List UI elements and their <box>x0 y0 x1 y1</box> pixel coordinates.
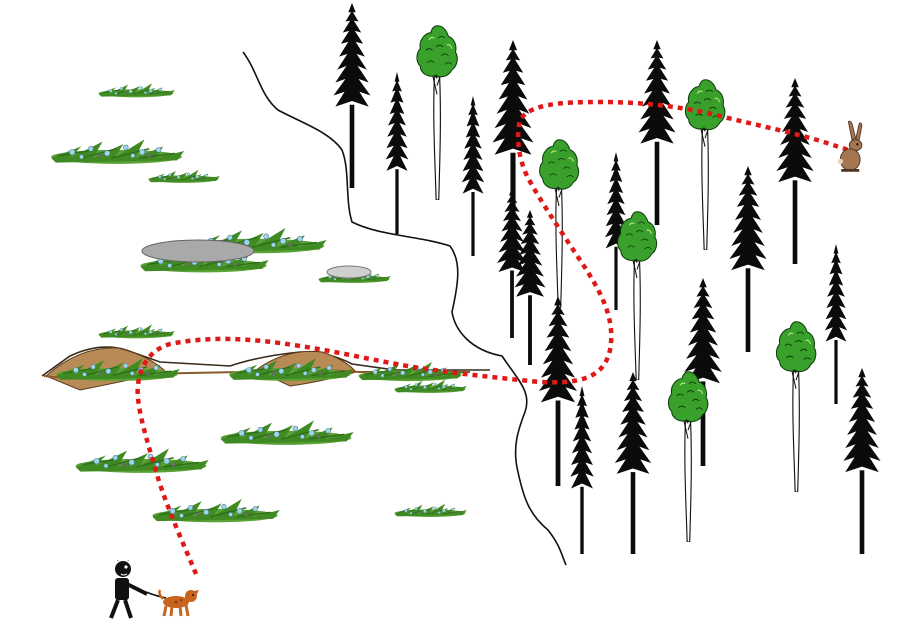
grass-tuft-icon <box>74 447 210 474</box>
grass-tuft-icon <box>50 138 185 165</box>
rabbit-icon <box>836 119 864 172</box>
conifer-tree-icon <box>843 368 881 554</box>
deciduous-tree-icon <box>538 138 580 308</box>
grass-tuft-icon <box>394 379 468 394</box>
grass-tuft-icon <box>219 419 355 446</box>
deciduous-tree-icon <box>775 321 817 492</box>
person-walking-icon <box>111 556 147 618</box>
dotted-trail <box>135 99 858 575</box>
conifer-tree-icon <box>614 372 652 554</box>
hiker-with-dog <box>111 556 201 618</box>
grass-tuft-icon <box>98 82 176 98</box>
leash <box>145 591 167 599</box>
conifer-tree-icon <box>824 244 848 404</box>
deciduous-tree-icon <box>684 79 726 250</box>
grass-tuft-icon <box>98 323 176 339</box>
grass-tuft-icon <box>393 502 468 518</box>
conifer-tree-icon <box>776 78 814 264</box>
forest-boundary-line <box>242 51 567 566</box>
grass-tuft-icon <box>148 169 221 184</box>
forest <box>333 3 881 554</box>
conifer-tree-icon <box>385 72 409 234</box>
dog-icon <box>158 588 201 618</box>
rock-icon <box>141 239 255 263</box>
meadow-grass <box>50 82 468 523</box>
rock-icon <box>326 265 372 279</box>
conifer-tree-icon <box>539 296 577 486</box>
conifer-tree-icon <box>570 386 594 554</box>
conifer-tree-icon <box>461 96 485 256</box>
conifer-tree-icon <box>514 210 546 365</box>
deciduous-tree-icon <box>416 25 459 200</box>
conifer-tree-icon <box>333 3 371 188</box>
conifer-tree-icon <box>638 40 676 225</box>
conifer-tree-icon <box>729 166 767 352</box>
deciduous-tree-icon <box>616 210 658 380</box>
